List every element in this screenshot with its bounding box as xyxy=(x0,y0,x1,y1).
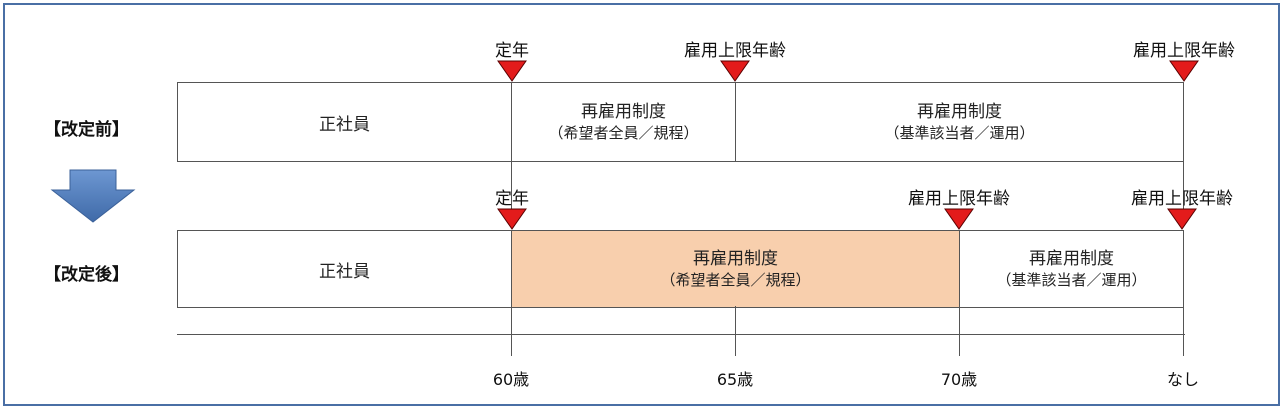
row-label-before: 【改定前】 xyxy=(44,120,129,140)
before-segment-rehire-criteria-sub: （基準該当者／運用） xyxy=(884,124,1035,142)
guide-line-60-upper xyxy=(511,160,512,210)
axis-tick-60 xyxy=(511,306,512,356)
axis-tick-none xyxy=(1183,306,1184,356)
age-axis-line xyxy=(177,334,1185,335)
before-segment-rehire-all: 再雇用制度 （希望者全員／規程） xyxy=(511,82,736,162)
diagram-frame xyxy=(3,3,1280,406)
after-segment-rehire-criteria: 再雇用制度 （基準該当者／運用） xyxy=(959,230,1184,308)
after-segment-employee-label: 正社員 xyxy=(319,261,370,282)
axis-tick-70 xyxy=(959,306,960,356)
before-segment-rehire-all-sub: （希望者全員／規程） xyxy=(548,124,699,142)
before-marker-limit-2-icon xyxy=(1169,60,1199,82)
axis-label-none: なし xyxy=(1166,370,1200,389)
before-marker-label-retirement: 定年 xyxy=(495,41,529,61)
after-marker-label-limit-1: 雇用上限年齢 xyxy=(908,189,1010,209)
before-segment-rehire-criteria: 再雇用制度 （基準該当者／運用） xyxy=(735,82,1184,162)
before-marker-label-limit-2: 雇用上限年齢 xyxy=(1133,41,1235,61)
axis-label-65: 65歳 xyxy=(716,370,754,389)
before-segment-rehire-all-title: 再雇用制度 xyxy=(581,102,666,122)
before-marker-retirement-icon xyxy=(497,60,527,82)
after-segment-rehire-all-title: 再雇用制度 xyxy=(693,249,778,269)
before-segment-employee: 正社員 xyxy=(177,82,512,162)
before-segment-employee-label: 正社員 xyxy=(319,114,370,135)
after-marker-label-retirement: 定年 xyxy=(495,189,529,209)
axis-label-60: 60歳 xyxy=(492,370,530,389)
after-segment-employee: 正社員 xyxy=(177,230,512,308)
after-marker-limit-1-icon xyxy=(944,208,974,230)
axis-tick-65 xyxy=(735,306,736,356)
before-segment-rehire-criteria-title: 再雇用制度 xyxy=(917,102,1002,122)
axis-label-70: 70歳 xyxy=(940,370,978,389)
after-segment-rehire-criteria-sub: （基準該当者／運用） xyxy=(996,271,1147,289)
guide-line-none-upper xyxy=(1183,160,1184,210)
down-arrow-icon xyxy=(50,169,136,223)
after-segment-rehire-all: 再雇用制度 （希望者全員／規程） xyxy=(511,230,960,308)
after-marker-label-limit-2: 雇用上限年齢 xyxy=(1131,189,1233,209)
after-segment-rehire-criteria-title: 再雇用制度 xyxy=(1029,249,1114,269)
row-label-after: 【改定後】 xyxy=(44,265,129,285)
before-marker-limit-1-icon xyxy=(720,60,750,82)
after-marker-limit-2-icon xyxy=(1167,208,1197,230)
after-marker-retirement-icon xyxy=(497,208,527,230)
after-segment-rehire-all-sub: （希望者全員／規程） xyxy=(660,271,811,289)
before-marker-label-limit-1: 雇用上限年齢 xyxy=(684,41,786,61)
